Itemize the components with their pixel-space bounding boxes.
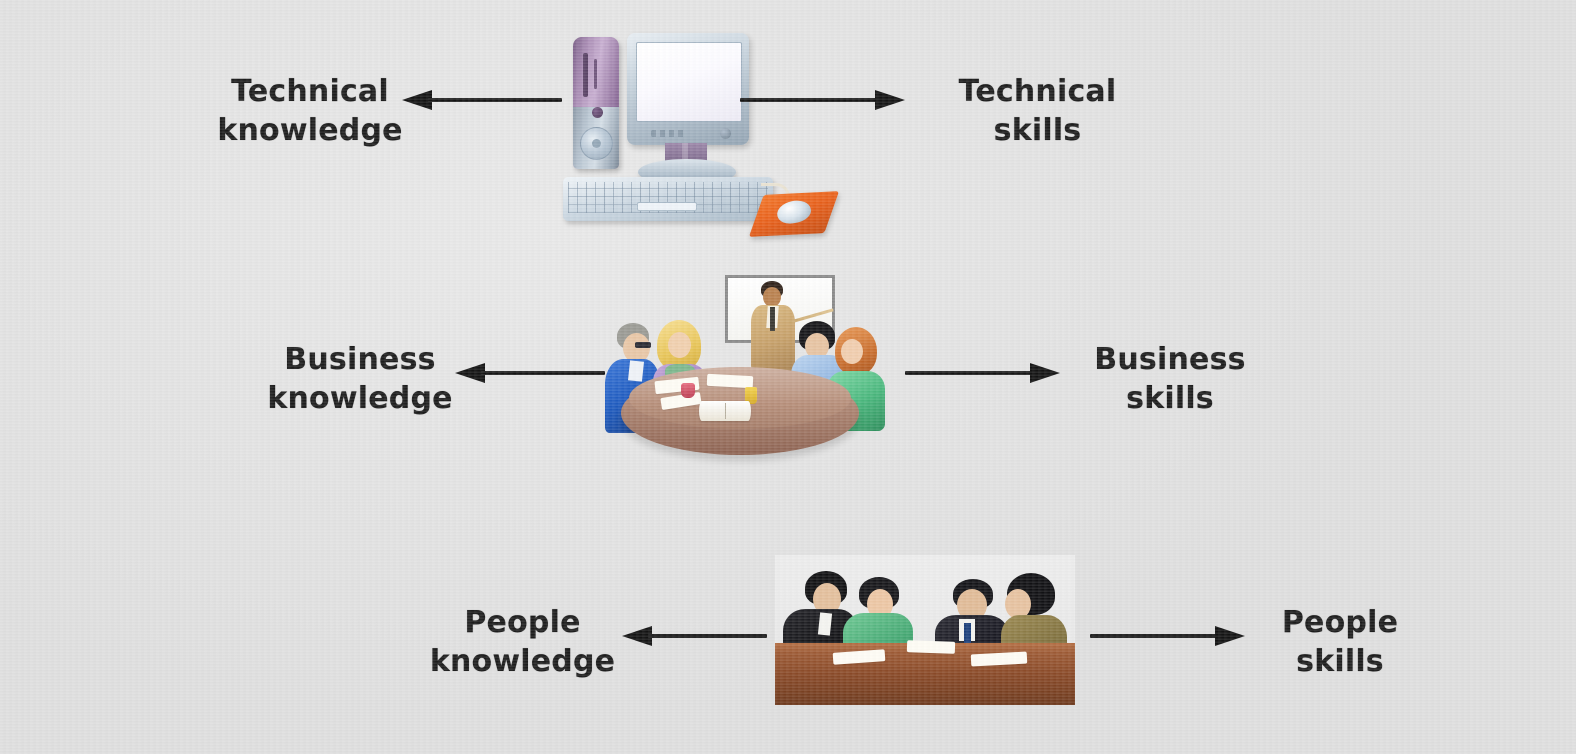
- shirt-collar: [817, 612, 833, 636]
- head: [805, 333, 829, 359]
- people-discussion-illustration: [775, 555, 1075, 705]
- presenter-tie: [770, 307, 775, 331]
- arrow-shaft: [428, 98, 562, 102]
- arrowhead-right-icon: [875, 90, 905, 110]
- arrow-pointing-left-business: [455, 358, 605, 388]
- presenter-head: [763, 287, 781, 307]
- tower-drive-slot-2: [594, 59, 597, 89]
- computer-tower-icon: [573, 37, 619, 169]
- arrow-shaft: [481, 371, 605, 375]
- monitor-power-button-icon: [720, 128, 731, 139]
- head: [1005, 589, 1031, 619]
- arrow-pointing-right-technical: [740, 85, 905, 115]
- tower-disc-drive-icon: [580, 127, 613, 160]
- monitor-stand-neck: [665, 143, 707, 163]
- discussion-table: [775, 653, 1075, 705]
- necktie: [964, 623, 971, 645]
- yellow-cup: [745, 387, 757, 404]
- business-meeting-illustration: [595, 275, 895, 475]
- monitor-screen: [636, 42, 742, 122]
- tower-power-button-icon: [592, 107, 603, 118]
- arrowhead-left-icon: [455, 363, 485, 383]
- paper-sheet: [906, 640, 956, 654]
- arrow-shaft: [648, 634, 767, 638]
- computer-keyboard-icon: [563, 177, 773, 221]
- head: [623, 333, 650, 363]
- label-technical-skills: Technical skills: [958, 74, 1117, 148]
- arrow-shaft: [1090, 634, 1219, 638]
- arrowhead-left-icon: [622, 626, 652, 646]
- label-technical-knowledge: Technical knowledge: [217, 74, 403, 148]
- diagram-row-technical: Technical knowledge: [0, 0, 1576, 250]
- arrow-pointing-right-people: [1090, 621, 1245, 651]
- open-book: [699, 401, 751, 421]
- label-business-skills: Business skills: [1094, 342, 1246, 416]
- desktop-computer-illustration: [555, 25, 855, 240]
- label-people-skills: People skills: [1281, 605, 1399, 679]
- tower-drive-slot: [583, 53, 588, 97]
- diagram-row-business: Business knowledge: [0, 265, 1576, 495]
- head: [668, 332, 691, 358]
- shirt-collar: [627, 360, 645, 382]
- arrow-pointing-left-technical: [402, 85, 562, 115]
- arrow-shaft: [740, 98, 879, 102]
- arrow-shaft: [905, 371, 1034, 375]
- arrow-pointing-right-business: [905, 358, 1060, 388]
- head: [841, 339, 863, 364]
- arrowhead-right-icon: [1030, 363, 1060, 383]
- arrowhead-right-icon: [1215, 626, 1245, 646]
- red-cup: [681, 383, 695, 398]
- arrow-pointing-left-people: [622, 621, 767, 651]
- figure-presenter: [745, 281, 834, 381]
- eyeglasses-icon: [635, 342, 651, 348]
- keyboard-spacebar: [637, 202, 697, 211]
- arrowhead-left-icon: [402, 90, 432, 110]
- label-people-knowledge: People knowledge: [429, 605, 616, 679]
- monitor-indicator-lights: [651, 130, 687, 137]
- diagram-row-people: People knowledge: [0, 545, 1576, 754]
- label-business-knowledge: Business knowledge: [267, 342, 453, 416]
- computer-monitor-icon: [627, 33, 749, 145]
